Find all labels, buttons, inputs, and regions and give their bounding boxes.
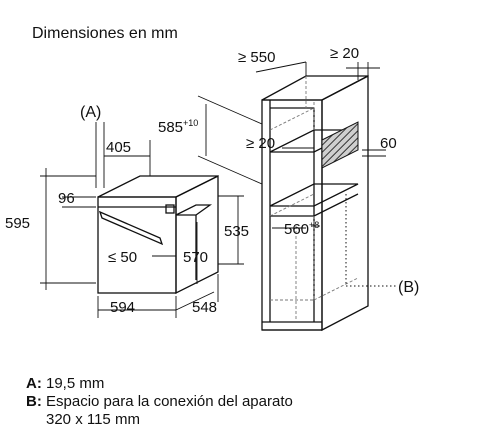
legend-b: B: Espacio para la conexión del aparato (26, 393, 293, 410)
label-b-marker: (B) (398, 279, 419, 296)
legend-b-size: 320 x 115 mm (46, 411, 140, 428)
legend-b-text: Espacio para la conexión del aparato (46, 393, 293, 410)
oven-dimension-lines (40, 122, 244, 318)
label-560-value: 560 (284, 221, 309, 238)
label-595: 595 (5, 215, 30, 232)
label-585: 585+10 (158, 118, 198, 136)
label-585-tolerance: +10 (183, 118, 198, 128)
label-60: 60 (380, 135, 397, 152)
oven-drawing (97, 174, 219, 295)
diagram-title: Dimensiones en mm (32, 25, 178, 42)
ventilation-cutout (321, 121, 359, 169)
label-96: 96 (58, 190, 75, 207)
legend-a-text: 19,5 mm (46, 375, 105, 392)
cabinet-drawing (261, 74, 369, 332)
cabinet-hidden-lines (269, 76, 359, 320)
label-le50: ≤ 50 (108, 249, 137, 266)
legend-b-key: B: (26, 393, 42, 410)
label-a-marker: (A) (80, 104, 101, 121)
cabinet-dimension-lines (197, 61, 386, 229)
label-ge20-top: ≥ 20 (330, 45, 359, 62)
legend-a-key: A: (26, 375, 42, 392)
label-560: 560+8 (284, 220, 319, 238)
label-ge550: ≥ 550 (238, 49, 275, 66)
b-leader (345, 194, 396, 287)
label-570: 570 (183, 249, 208, 266)
label-548: 548 (192, 299, 217, 316)
label-535: 535 (224, 223, 249, 240)
label-594: 594 (110, 299, 135, 316)
label-560-tolerance: +8 (309, 220, 319, 230)
legend-a: A: 19,5 mm (26, 375, 104, 392)
label-585-value: 585 (158, 119, 183, 136)
label-ge20-mid: ≥ 20 (246, 135, 275, 152)
label-405: 405 (106, 139, 131, 156)
